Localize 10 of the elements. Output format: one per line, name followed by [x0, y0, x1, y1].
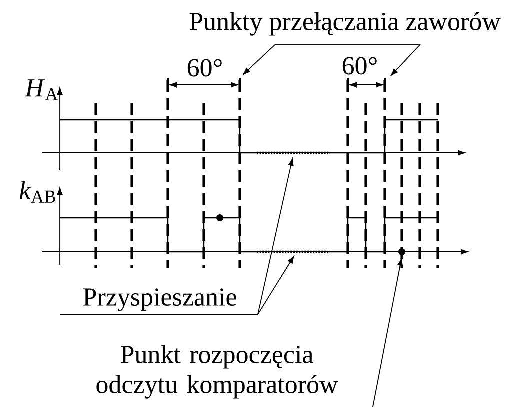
axis-label: k$_{AB}$ [20, 181, 56, 203]
axis-label: H$_{A}$ [24, 80, 58, 100]
leader-line [274, 44, 422, 76]
angle-label: 60° [188, 59, 222, 77]
callout-text: Punkt rozpoczęcia odczytu komparatorów [96, 345, 338, 399]
angle-label: 60° [342, 57, 377, 75]
leader-line [60, 256, 294, 316]
callout-text: Punkty przełączania zaworów [190, 12, 501, 36]
leader-line [372, 258, 404, 408]
callout-text: Przyspieszanie [84, 288, 236, 312]
